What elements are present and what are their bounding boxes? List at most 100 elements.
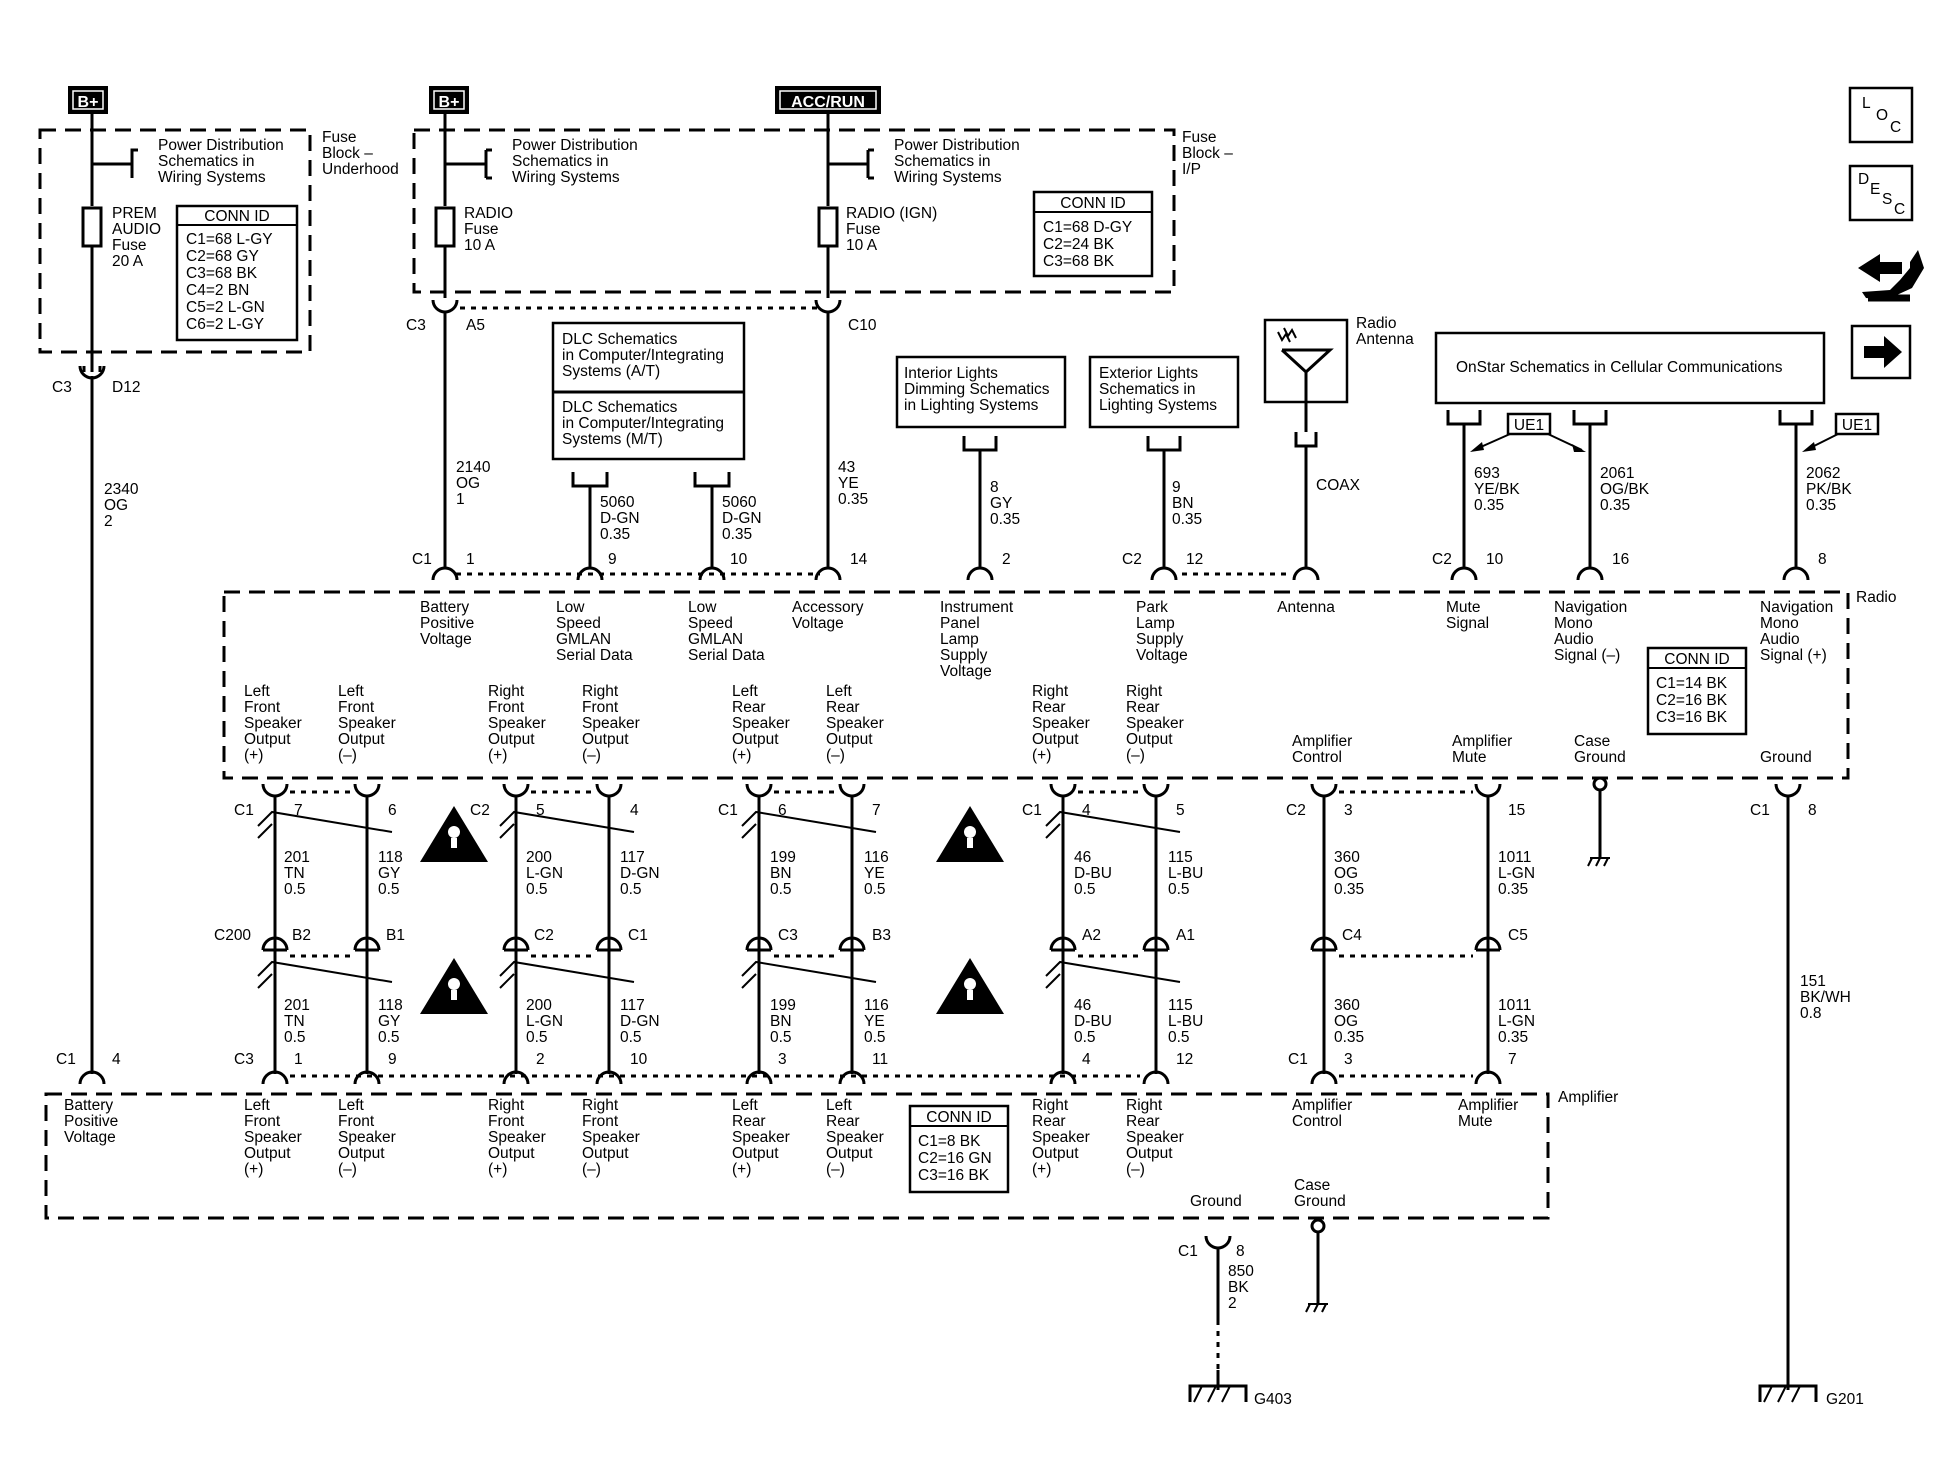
radio-top-pins: 1 9 10 14 2 12 10 16 8 <box>431 551 1827 581</box>
fuse-block-underhood-frame <box>38 128 312 354</box>
radio-case-ground <box>1587 776 1610 867</box>
svg-text:2: 2 <box>1002 551 1011 568</box>
connector-icon[interactable] <box>1858 250 1924 302</box>
svg-text:ACC/RUN: ACC/RUN <box>791 94 865 111</box>
svg-text:B3: B3 <box>872 927 891 944</box>
svg-text:C1: C1 <box>628 927 648 944</box>
svg-text:Exterior Lights Schemati: Exterior Lights Schematics in Lighting S… <box>1099 365 1217 414</box>
svg-text:C1: C1 <box>234 802 254 819</box>
svg-text:C2: C2 <box>1286 802 1306 819</box>
svg-text:8: 8 <box>1236 1243 1245 1260</box>
acc-run-source: ACC/RUN <box>775 86 881 114</box>
prem-audio-fuse-label: PREM AUDIO Fuse 20 A <box>112 205 165 270</box>
svg-text:11: 11 <box>872 1051 888 1068</box>
radio-fuse-label: RADIO Fuse 10 A <box>464 205 517 254</box>
amplifier-frame <box>44 1092 1550 1220</box>
svg-text:3: 3 <box>778 1051 787 1068</box>
svg-text:C1=68 L-GY C2=68 GY: C1=68 L-GY C2=68 GY C3=68 BK C4=2 BN C5=… <box>186 231 277 333</box>
svg-text:A5: A5 <box>466 317 485 334</box>
svg-text:Radio Antenna: Radio Antenna <box>1356 315 1414 348</box>
svg-text:C1: C1 <box>1750 802 1770 819</box>
amp-ground-label: Ground <box>1190 1193 1242 1210</box>
radio-fuse-icon <box>434 206 456 248</box>
svg-text:OnStar Schematics in Cellular: OnStar Schematics in Cellular Communicat… <box>1456 359 1783 376</box>
coax-label: COAX <box>1316 477 1361 494</box>
fuse-block-ip-title: Fuse Block – I/P <box>1182 129 1237 178</box>
ue1-option-a: UE1 <box>1470 412 1586 452</box>
connector-c3-a5: C3 A5 <box>406 299 818 334</box>
twisted-pair-markers-upper <box>257 810 1181 839</box>
svg-text:UE1: UE1 <box>1842 417 1872 434</box>
conn-id-underhood: CONN ID C1=68 L-GY C2=68 GY C3=68 BK C4=… <box>175 204 299 342</box>
dlc-schematics-reference: DLC Schematics in Computer/Integrating S… <box>551 321 746 488</box>
svg-text:3: 3 <box>1344 1051 1353 1068</box>
radio-bottom-connectors: C1 C2 C1 C1 C2 C1 7 6 5 4 6 7 4 5 3 15 8 <box>234 783 1817 819</box>
exterior-lights-reference: Exterior Lights Schematics in Lighting S… <box>1088 355 1240 452</box>
svg-text:C1: C1 <box>718 802 738 819</box>
svg-text:2: 2 <box>536 1051 545 1068</box>
svg-text:9: 9 <box>388 1051 397 1068</box>
wire-8-label: 8 GY 0.35 <box>990 479 1020 528</box>
wire-9-label: 9 BN 0.35 <box>1172 479 1202 528</box>
svg-text:4: 4 <box>112 1051 121 1068</box>
connector-c200: C200 B2 B1 C2 C1 C3 B3 A2 A1 C4 C5 <box>214 927 1528 958</box>
caution-icon <box>936 806 1004 862</box>
svg-text:C5: C5 <box>1508 927 1528 944</box>
svg-text:9: 9 <box>608 551 617 568</box>
ground-g403-icon: G403 <box>1188 1370 1292 1408</box>
svg-text:10: 10 <box>630 1051 648 1068</box>
svg-text:15: 15 <box>1508 802 1525 819</box>
svg-text:O: O <box>1876 107 1888 124</box>
svg-text:46D-BU0.5: 46D-BU0.5 <box>1074 997 1112 1046</box>
svg-text:A2: A2 <box>1082 927 1101 944</box>
caution-icon <box>936 958 1004 1014</box>
conn-id-ip: CONN ID C1=68 D-GY C2=24 BK C3=68 BK <box>1032 190 1154 278</box>
loc-icon[interactable]: L O C <box>1848 86 1914 144</box>
radio-ign-fuse-label: RADIO (IGN) Fuse 10 A <box>846 205 942 254</box>
radio-antenna: Radio Antenna <box>1263 315 1414 404</box>
svg-text:12: 12 <box>1176 1051 1193 1068</box>
radio-connector-c1: C1 <box>412 551 820 576</box>
svg-text:12: 12 <box>1186 551 1203 568</box>
svg-text:7: 7 <box>872 802 881 819</box>
desc-icon[interactable]: D E S C <box>1848 164 1914 222</box>
svg-text:C3: C3 <box>234 1051 254 1068</box>
next-arrow-icon[interactable] <box>1850 324 1912 380</box>
svg-text:46D-BU0.5: 46D-BU0.5 <box>1074 849 1112 898</box>
svg-text:C: C <box>1890 119 1901 136</box>
svg-text:4: 4 <box>630 802 639 819</box>
svg-text:10: 10 <box>730 551 748 568</box>
svg-text:5: 5 <box>1176 802 1185 819</box>
radio-antenna-label: Antenna <box>1277 599 1335 616</box>
fuse-block-underhood-title: Fuse Block – Underhood <box>322 129 399 178</box>
coax-connector <box>1294 432 1318 448</box>
pds-note-ip-right: Power Distribution Schematics in Wiring … <box>894 137 1024 186</box>
radio-nav-minus-label: Navigation Mono Audio Signal (–) <box>1554 599 1632 664</box>
amp-ground-connector: C1 8 <box>1178 1235 1245 1260</box>
radio-park-lamp-label: Park Lamp Supply Voltage <box>1136 599 1188 664</box>
svg-text:6: 6 <box>778 802 787 819</box>
svg-text:S: S <box>1882 191 1892 208</box>
svg-text:C3: C3 <box>52 379 72 396</box>
radio-battery-voltage-label: Battery Positive Voltage <box>420 599 479 648</box>
ground-g201-icon: G201 <box>1758 1384 1864 1408</box>
svg-text:4: 4 <box>1082 1051 1091 1068</box>
